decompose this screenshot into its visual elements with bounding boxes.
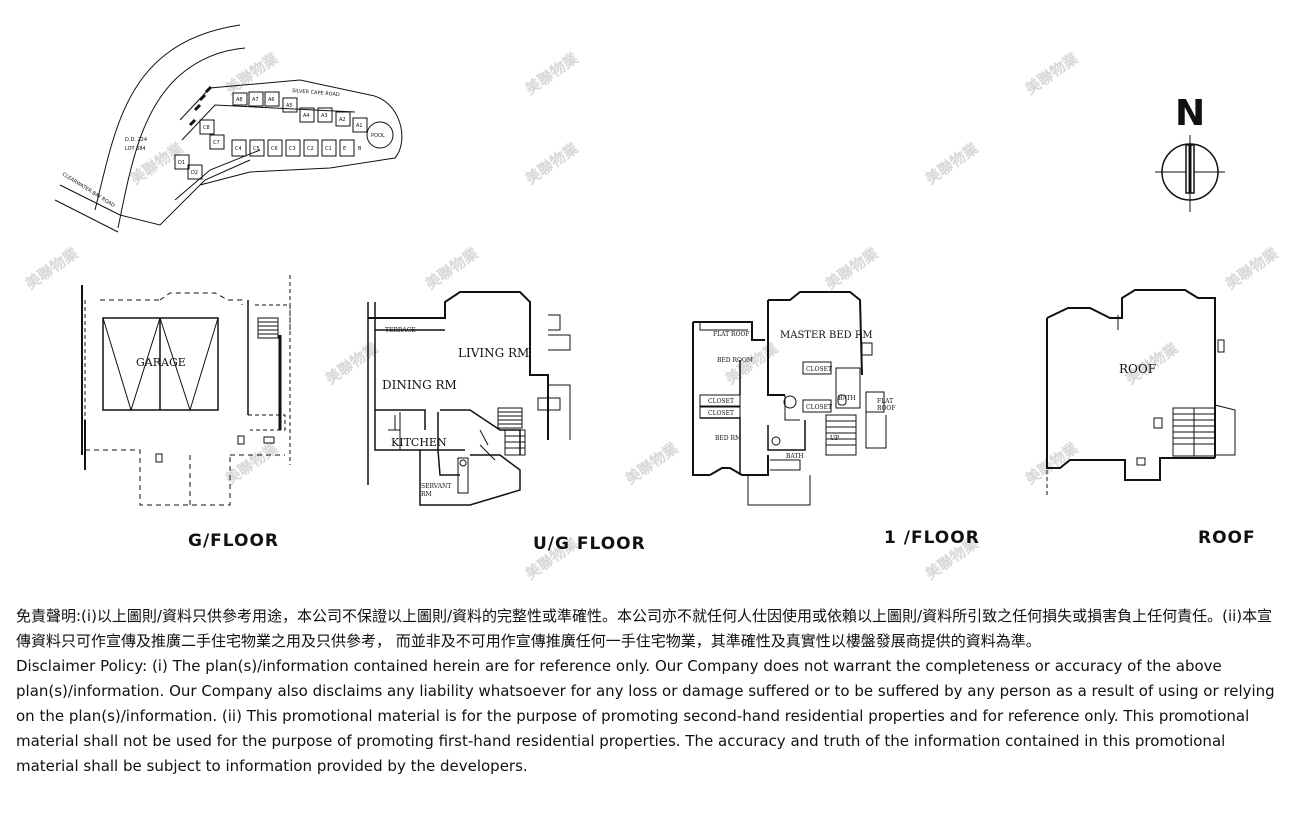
unit-label: C2 xyxy=(307,146,314,152)
watermark: 美聯物業 xyxy=(222,439,282,489)
room-label-bed-rm: BED RM xyxy=(715,435,741,442)
unit-label: C1 xyxy=(325,146,332,152)
watermark: 美聯物業 xyxy=(522,139,582,189)
watermark: 美聯物業 xyxy=(522,49,582,99)
site-plan xyxy=(54,24,403,233)
room-label-dining-rm: DINING RM xyxy=(382,378,457,392)
unit-label: A7 xyxy=(252,97,259,103)
room-label-flat: FLAT xyxy=(877,398,893,405)
ug-floor-labels: TERRACE LIVING RM DINING RM KITCHEN SERV… xyxy=(382,327,529,498)
unit-label: A8 xyxy=(236,97,243,103)
room-label-flat-roof: FLAT ROOF xyxy=(713,331,750,338)
room-label-garage: GARAGE xyxy=(136,356,186,369)
room-label-roof: ROOF xyxy=(877,405,896,412)
unit-label: A1 xyxy=(356,123,363,129)
watermark: 美聯物業 xyxy=(1222,244,1282,294)
north-compass xyxy=(1155,135,1225,212)
disclaimer-en: Disclaimer Policy: (i) The plan(s)/infor… xyxy=(16,657,1275,775)
room-label-master-bed-rm: MASTER BED RM xyxy=(780,330,873,341)
room-label-bath: BATH xyxy=(838,395,856,402)
watermark: 美聯物業 xyxy=(822,244,882,294)
watermark: 美聯物業 xyxy=(222,49,282,99)
room-label-closet: CLOSET xyxy=(708,410,734,417)
pool-label: POOL xyxy=(371,133,385,139)
unit-label: C6 xyxy=(271,146,278,152)
watermark: 美聯物業 xyxy=(1022,439,1082,489)
watermark-layer: 美聯物業 美聯物業 美聯物業 美聯物業 美聯物業 美聯物業 美聯物業 美聯物業 … xyxy=(22,49,1282,584)
room-label-bed-room: BED ROOM xyxy=(717,357,753,364)
unit-label: A4 xyxy=(303,113,310,119)
floor-plan-drawing: 美聯物業 美聯物業 美聯物業 美聯物業 美聯物業 美聯物業 美聯物業 美聯物業 … xyxy=(22,24,1282,584)
room-label-bath: BATH xyxy=(786,453,804,460)
room-label-kitchen: KITCHEN xyxy=(391,436,447,449)
ug-floor-plan xyxy=(367,291,571,506)
room-label-terrace: TERRACE xyxy=(385,327,416,334)
unit-label: A6 xyxy=(268,97,275,103)
room-label-closet: CLOSET xyxy=(806,366,832,373)
unit-label: C7 xyxy=(213,140,220,146)
watermark: 美聯物業 xyxy=(922,139,982,189)
room-label-up: UP xyxy=(830,435,839,442)
unit-label: C5 xyxy=(253,146,260,152)
room-label-roof: ROOF xyxy=(1119,362,1156,376)
unit-label: A2 xyxy=(339,117,346,123)
unit-label: A5 xyxy=(286,103,293,109)
unit-label: B xyxy=(358,146,362,152)
g-floor-plan xyxy=(81,275,291,506)
room-label-closet: CLOSET xyxy=(708,398,734,405)
watermark: 美聯物業 xyxy=(22,244,82,294)
compass-north-label: N xyxy=(1175,93,1205,134)
lot-label: LOT 384 xyxy=(125,146,146,152)
floor-label-ug: U/G FLOOR xyxy=(533,534,646,554)
unit-label: D1 xyxy=(178,160,185,166)
floor-label-g: G/FLOOR xyxy=(188,531,279,551)
watermark: 美聯物業 xyxy=(1022,49,1082,99)
unit-label: C3 xyxy=(289,146,296,152)
watermark: 美聯物業 xyxy=(422,244,482,294)
floor-label-roof: ROOF xyxy=(1198,528,1256,548)
roof-plan xyxy=(1046,289,1236,495)
unit-label: E xyxy=(343,146,346,152)
first-floor-plan xyxy=(692,291,887,506)
unit-label: C4 xyxy=(235,146,242,152)
first-floor-labels: FLAT ROOF BED ROOM MASTER BED RM CLOSET … xyxy=(708,330,896,460)
unit-label: A3 xyxy=(321,113,328,119)
watermark: 美聯物業 xyxy=(622,439,682,489)
floor-label-first: 1 /FLOOR xyxy=(884,528,980,548)
lot-label: D.D. 224 xyxy=(125,137,147,143)
watermark: 美聯物業 xyxy=(322,339,382,389)
disclaimer-zh: 免責聲明:(i)以上圖則/資料只供參考用途，本公司不保證以上圖則/資料的完整性或… xyxy=(16,607,1273,650)
disclaimer: 免責聲明:(i)以上圖則/資料只供參考用途，本公司不保證以上圖則/資料的完整性或… xyxy=(16,604,1278,779)
unit-label: C8 xyxy=(203,125,210,131)
room-label-servant: SERVANT xyxy=(421,483,451,490)
road-label: CLEARWATER BAY ROAD xyxy=(61,172,116,209)
room-label-closet: CLOSET xyxy=(806,404,832,411)
unit-label: D2 xyxy=(191,170,198,176)
room-label-living-rm: LIVING RM xyxy=(458,346,529,360)
road-label: SILVER CAPE ROAD xyxy=(292,88,340,98)
room-label-servant-rm: RM xyxy=(421,491,432,498)
